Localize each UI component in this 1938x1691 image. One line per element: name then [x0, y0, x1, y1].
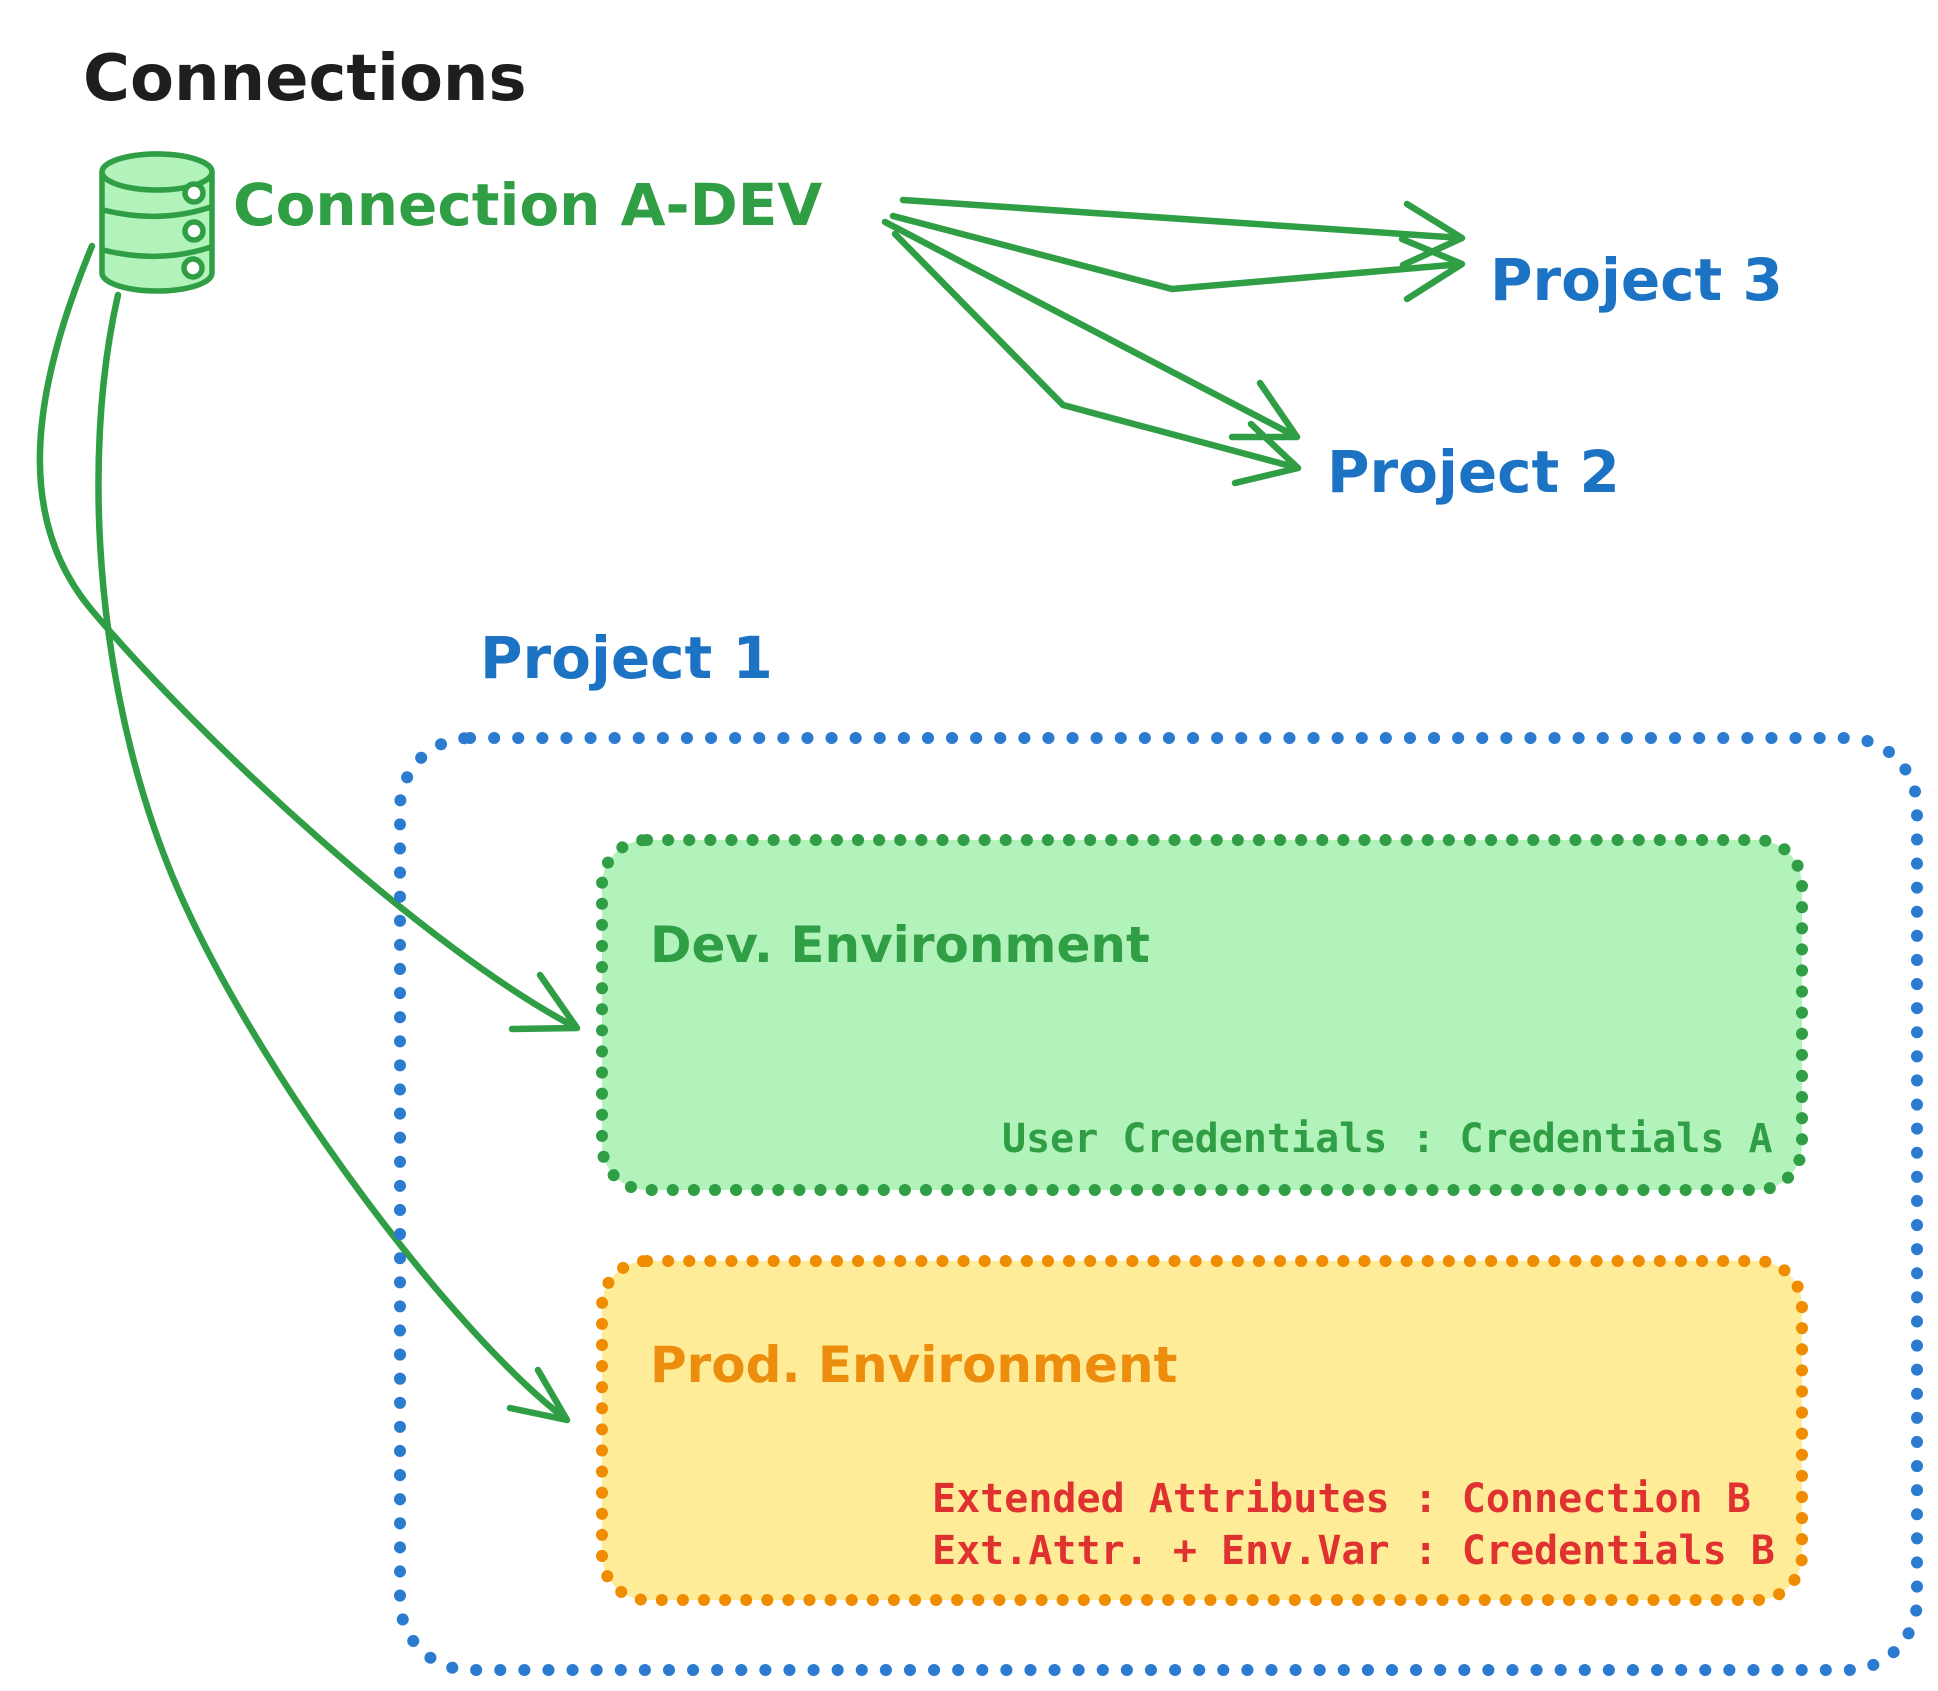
arrow-to-project3-b — [889, 212, 1466, 303]
database-divider-2 — [100, 244, 214, 260]
database-led-3 — [181, 256, 205, 280]
project1-label: Project 1 — [480, 624, 773, 692]
arrow-to-project3-a — [899, 196, 1466, 269]
database-divider-1 — [100, 204, 214, 220]
dev-environment-border — [596, 834, 1808, 1196]
prod-environment-box: Prod. Environment Extended Attributes : … — [596, 1255, 1808, 1606]
database-top — [99, 151, 215, 193]
dev-environment-title: Dev. Environment — [650, 916, 1150, 974]
dev-credentials-line: User Credentials : Credentials A — [1002, 1116, 1773, 1162]
diagram-title: Connections — [83, 42, 527, 116]
prod-attr-line1: Extended Attributes : Connection B — [932, 1476, 1751, 1522]
project1-container — [394, 732, 1923, 1676]
connection-a-dev-label: Connection A-DEV — [233, 171, 822, 239]
connection-arrows — [36, 196, 1466, 1424]
prod-environment-title: Prod. Environment — [650, 1336, 1177, 1394]
database-led-2 — [182, 219, 206, 243]
arrow-to-project2-a — [881, 218, 1301, 441]
database-led-1 — [182, 181, 206, 205]
dev-environment-box: Dev. Environment User Credentials : Cred… — [596, 834, 1808, 1196]
prod-environment-border — [596, 1255, 1808, 1606]
arrow-to-project2-b — [891, 230, 1302, 487]
project2-label: Project 2 — [1327, 438, 1620, 506]
prod-attr-line2: Ext.Attr. + Env.Var : Credentials B — [932, 1528, 1775, 1574]
project3-label: Project 3 — [1490, 246, 1783, 314]
database-icon — [99, 151, 215, 294]
arrow-to-prod-environment — [95, 291, 571, 1424]
